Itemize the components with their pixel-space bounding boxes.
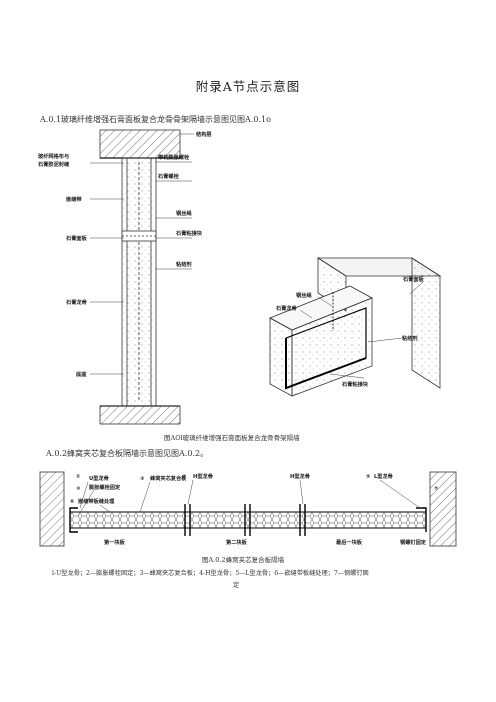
- figure1-section-labels: 结构层 玻纤网格布与 石膏胶泥封缝 带钩膨胀螺栓 石膏螺栓 嵌缝带 钢丝绳 石膏…: [37, 130, 212, 378]
- label-honeycomb-panel: 蜂窝夹芯复合板: [150, 474, 187, 482]
- label-screw-fix: 钢螺钉固定: [400, 538, 427, 546]
- keels: [69, 504, 427, 536]
- label-second-panel: 第二块板: [226, 538, 248, 546]
- label-adhesive: 粘结剂: [175, 260, 192, 268]
- label-expansion-bolt-2: 膨胀螺栓固定: [88, 483, 121, 491]
- label-steel-wire: 钢丝绳: [176, 209, 192, 217]
- label-bonding-block: 石膏粘接块: [175, 229, 203, 237]
- figure2-labels: U型龙骨 膨胀螺栓固定 蜂窝夹芯复合板 H型龙骨 H型龙骨 L型龙骨 嵌缝带板缝…: [70, 472, 438, 546]
- wall-section: [121, 157, 157, 407]
- label-gypsum-keel: 石膏龙骨: [65, 298, 87, 306]
- iso-label-steel-wire: 钢丝绳: [296, 291, 312, 299]
- label-structure-beam: 结构层: [196, 130, 212, 138]
- label-first-panel: 第一块板: [104, 538, 126, 546]
- label-gypsum-joint: 石膏胶泥封缝: [37, 160, 70, 168]
- page-title: 附录A节点示意图: [195, 79, 301, 94]
- label-l-keel: L型龙骨: [374, 472, 393, 480]
- label-last-panel: 最后一块板: [336, 538, 363, 546]
- section-heading-a01: A.0.1玻璃纤维增强石膏面板复合龙骨骨架隔墙示意图见图A.0.1o: [40, 115, 271, 124]
- legend-line-1: l-U型龙骨；2—膨胀螺栓固定；3—蜂窝夹芯复合板；4-H型龙骨；5—L型龙骨；…: [52, 570, 369, 577]
- figure-a02-drawing: U型龙骨 膨胀螺栓固定 蜂窝夹芯复合板 H型龙骨 H型龙骨 L型龙骨 嵌缝带板缝…: [39, 471, 457, 547]
- structure-floor: [99, 405, 181, 425]
- legend-line-2: 定: [233, 582, 240, 589]
- label-gypsum-panel: 石膏面板: [65, 234, 88, 242]
- marker-5: ⑤: [366, 474, 371, 480]
- label-joint-tape: 嵌缝带: [66, 195, 82, 203]
- marker-1: ①: [76, 474, 80, 480]
- label-h-keel-2: H型龙骨: [290, 472, 310, 480]
- marker-2: ②: [76, 486, 80, 492]
- label-joint-treatment: 嵌缝带板缝处理: [78, 497, 115, 505]
- label-h-keel-1: H型龙骨: [193, 472, 213, 480]
- figure-a01-drawing: 结构层 玻纤网格布与 石膏胶泥封缝 带钩膨胀螺栓 石膏螺栓 嵌缝带 钢丝绳 石膏…: [37, 129, 442, 425]
- section-heading-a02: A.0.2蜂窝夹芯复合板隔墙示意图见图A.0.2。: [46, 449, 209, 458]
- marker-3: ③: [140, 476, 145, 482]
- marker-6: ⑥: [70, 499, 74, 505]
- label-floor: 底座: [76, 370, 87, 378]
- honeycomb-panel: [69, 511, 427, 529]
- label-gypsum-bolt: 石膏螺栓: [157, 172, 180, 180]
- iso-label-gypsum-keel: 石膏龙骨: [275, 304, 297, 312]
- marker-7: ⑦: [434, 486, 438, 492]
- iso-label-gypsum-panel: 石膏面板: [402, 275, 425, 283]
- label-fiber-mesh: 玻纤网格布与: [38, 152, 69, 160]
- isometric-drawing: [269, 257, 442, 397]
- figure-a02-caption: 图A.0.2蜂窝夹芯复合板隔墙: [202, 556, 285, 564]
- figure1-iso-labels: 石膏面板 钢丝绳 石膏龙骨 粘结剂 石膏粘接块: [275, 275, 425, 388]
- structure-walls: [39, 471, 457, 547]
- figure-a01-caption: 图AOl玻璃纤维增强石膏面板复合龙骨骨架隔墙: [164, 434, 300, 442]
- marker-4: ④: [182, 474, 186, 480]
- structure-ceiling: [99, 129, 181, 159]
- iso-label-adhesive: 粘结剂: [401, 334, 418, 342]
- iso-label-bonding-block: 石膏粘接块: [341, 380, 369, 388]
- label-expansion-bolt: 带钩膨胀螺栓: [158, 153, 190, 161]
- label-u-keel: U型龙骨: [89, 474, 109, 482]
